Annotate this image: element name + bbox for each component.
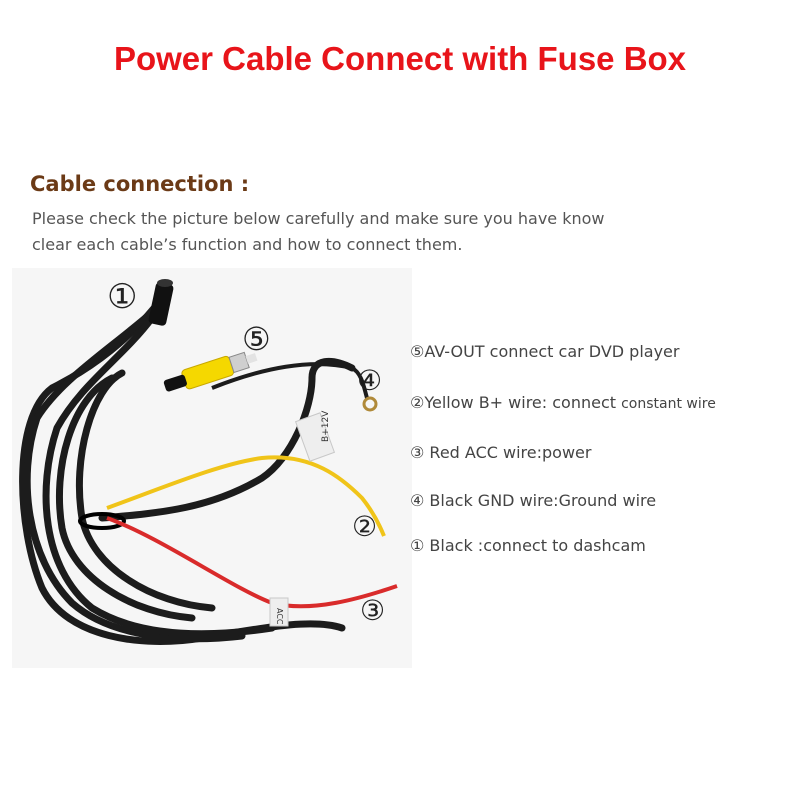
legend-item-black-gnd: ④ Black GND wire:Ground wire	[410, 491, 656, 510]
cable-illustration: B+12V ACC ① ⑤ ④ ② ③	[19, 277, 398, 645]
red-wire: ACC	[106, 516, 398, 627]
legend-marker: ③	[410, 443, 425, 462]
legend-item-av-out: ⑤AV-OUT connect car DVD player	[410, 342, 679, 361]
acc-tag-label: ACC	[275, 608, 284, 625]
marker-1: ①	[107, 277, 137, 317]
legend-item-yellow-wire: ②Yellow B+ wire: connect constant wire	[410, 393, 716, 412]
legend-text: Black :connect to dashcam	[424, 536, 646, 555]
intro-text-line-1: Please check the picture below carefully…	[32, 209, 605, 228]
legend-marker: ②	[410, 393, 425, 412]
legend-text: Black GND wire:Ground wire	[424, 491, 657, 510]
rca-connector	[163, 351, 258, 392]
marker-5: ⑤	[242, 320, 271, 358]
b12v-tag-label: B+12V	[321, 410, 331, 442]
legend-extra: constant wire	[621, 396, 716, 412]
legend-marker: ⑤	[410, 342, 425, 361]
legend-item-red-wire: ③ Red ACC wire:power	[410, 443, 591, 462]
legend-text: Red ACC wire:power	[424, 443, 592, 462]
dc-connector	[148, 279, 174, 326]
marker-2: ②	[352, 510, 377, 543]
black-cable-coil	[19, 294, 356, 645]
gnd-wire	[211, 362, 378, 412]
legend-marker: ①	[410, 536, 425, 555]
cable-photo: B+12V ACC ① ⑤ ④ ② ③	[12, 268, 412, 668]
yellow-wire: B+12V	[106, 410, 386, 537]
section-heading: Cable connection :	[30, 172, 250, 196]
legend-item-black-dashcam: ① Black :connect to dashcam	[410, 536, 646, 555]
intro-text-line-2: clear each cable’s function and how to c…	[32, 235, 463, 254]
legend-text: AV-OUT connect car DVD player	[424, 342, 680, 361]
cable-tie	[78, 512, 126, 530]
legend-marker: ④	[410, 491, 425, 510]
marker-3: ③	[360, 594, 385, 627]
marker-4: ④	[357, 364, 382, 397]
page-title: Power Cable Connect with Fuse Box	[113, 40, 687, 77]
legend-text: Yellow B+ wire: connect	[424, 393, 622, 412]
